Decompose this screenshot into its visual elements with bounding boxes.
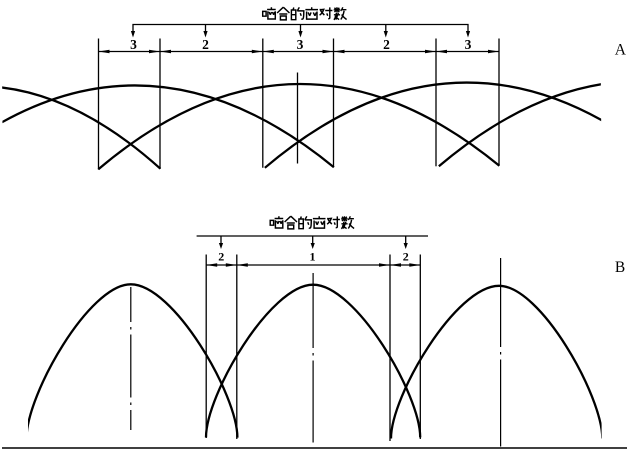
svg-text:A: A (615, 41, 627, 58)
svg-text:2: 2 (403, 250, 409, 264)
svg-text:1: 1 (310, 250, 316, 264)
svg-text:2: 2 (218, 250, 224, 264)
svg-text:3: 3 (130, 37, 137, 52)
svg-text:B: B (615, 259, 625, 276)
svg-text:3: 3 (297, 37, 304, 52)
svg-text:2: 2 (202, 37, 209, 52)
svg-text:3: 3 (465, 37, 472, 52)
svg-text:2: 2 (383, 37, 390, 52)
